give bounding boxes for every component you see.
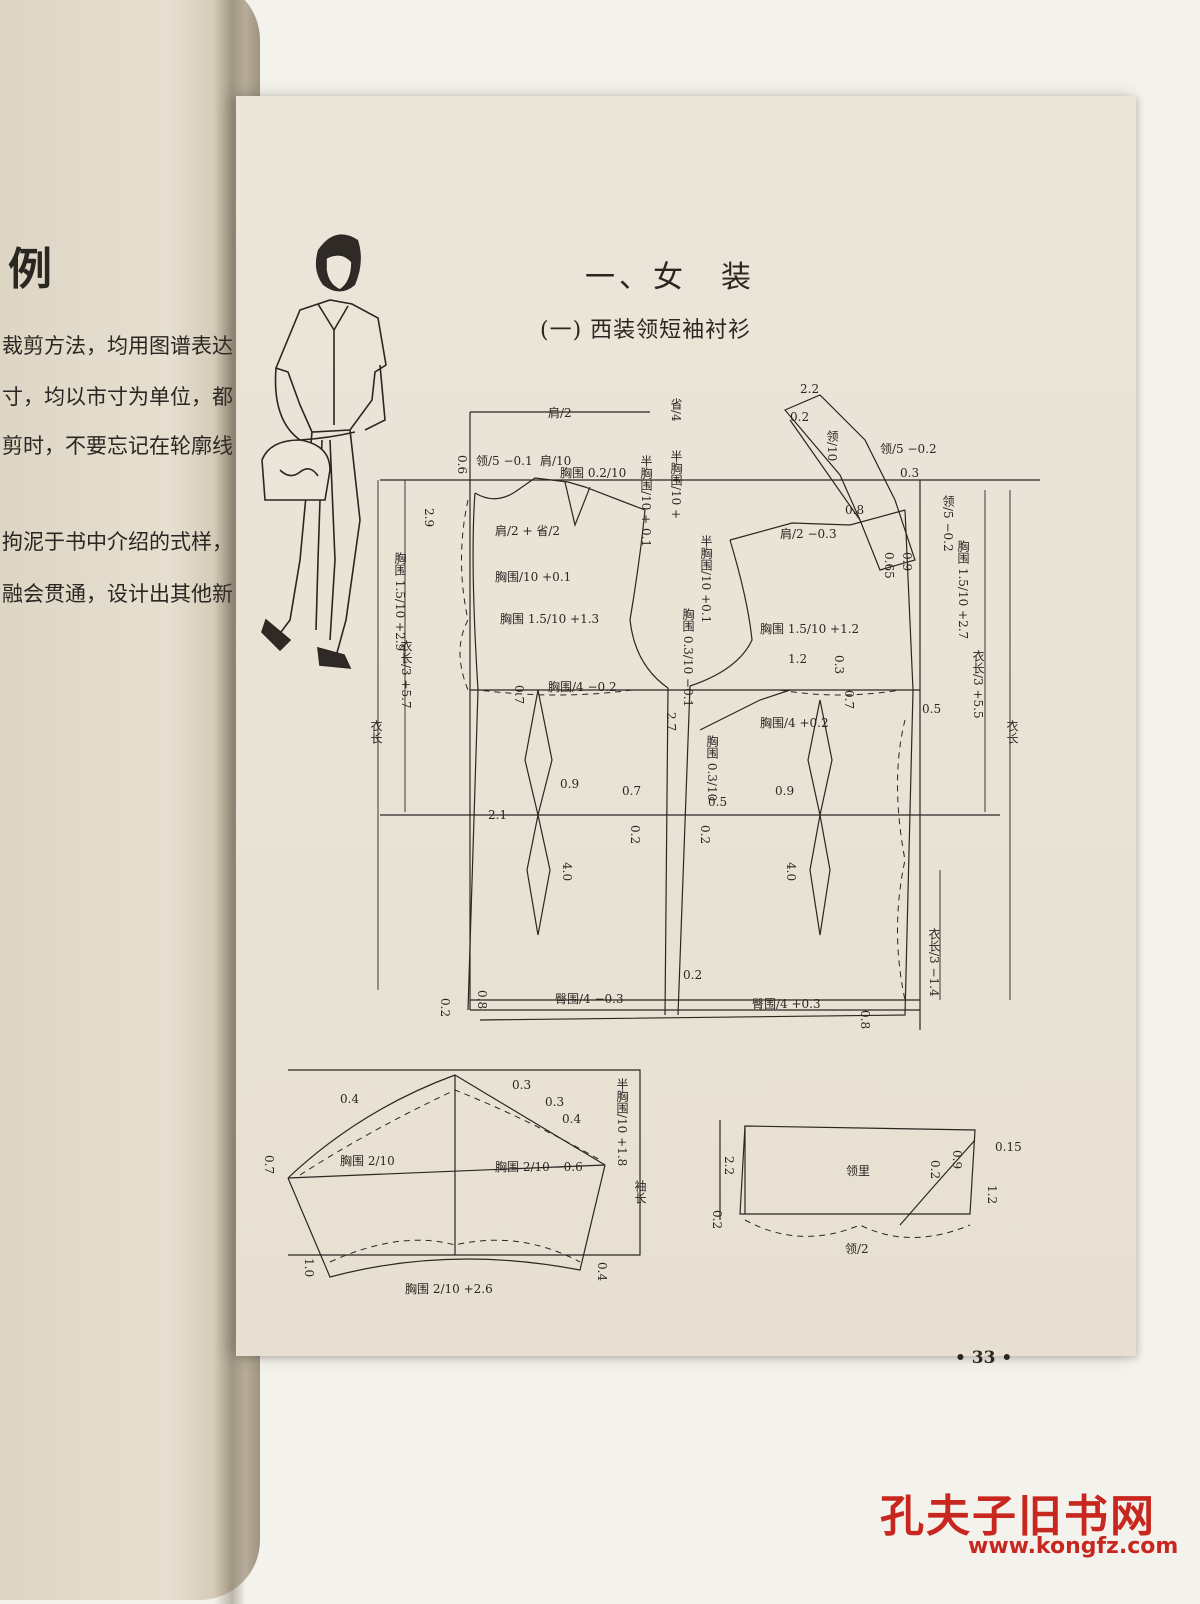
diagram-label: 胸围 0.3/10: [705, 735, 719, 802]
diagram-label: 0.2: [628, 825, 642, 845]
diagram-label: 肩/2 −0.3: [780, 527, 837, 541]
diagram-label: 胸围/10 +0.1: [495, 570, 572, 584]
diagram-label: 0.5: [708, 795, 728, 809]
diagram-label: 胸围 1.5/10 +2.7: [956, 540, 970, 640]
left-page: [0, 0, 260, 1600]
diagram-label: 0.6: [455, 455, 469, 475]
left-page-line: 拘泥于书中介绍的式样，: [2, 530, 232, 554]
diagram-label: 衣长/3 +5.7: [399, 640, 413, 709]
diagram-label: 0.9: [900, 552, 914, 572]
diagram-label: 臀围/4 +0.3: [752, 997, 821, 1011]
diagram-label: 0.2: [928, 1160, 942, 1180]
diagram-label: 衣长/3 +5.5: [971, 650, 985, 719]
diagram-label: 0.9: [560, 777, 580, 791]
diagram-label: 0.3: [900, 466, 920, 480]
diagram-label: 袖长: [633, 1180, 647, 1204]
diagram-label: 0.2: [790, 410, 810, 424]
diagram-label: 0.3: [832, 655, 846, 675]
diagram-label: 0.7: [512, 685, 526, 705]
page-number: • 33 •: [955, 1348, 1013, 1368]
diagram-label: 0.65: [882, 552, 896, 579]
diagram-label: 臀围/4 −0.3: [555, 992, 624, 1006]
diagram-label: 4.0: [784, 862, 798, 882]
watermark-url: www.kongfz.com: [968, 1534, 1179, 1559]
diagram-label: 0.2: [710, 1210, 724, 1230]
left-page-title: 例: [8, 244, 52, 295]
diagram-label: 半胸围/10 +: [669, 450, 683, 520]
diagram-label: 0.5: [922, 702, 942, 716]
diagram-label: 2.1: [488, 808, 508, 822]
diagram-label: 胸围 2/10 +2.6: [405, 1282, 493, 1296]
diagram-label: 0.8: [845, 503, 865, 517]
diagram-label: 衣长: [369, 720, 383, 744]
diagram-label: 0.8: [475, 990, 489, 1010]
diagram-label: 胸围 0.3/10 −0.1: [681, 608, 695, 708]
diagram-label: 0.2: [698, 825, 712, 845]
diagram-label: 胸围/4 −0.2: [548, 680, 617, 694]
diagram-label: 衣长/3 −1.4: [927, 928, 941, 997]
left-page-line: 寸，均以市寸为单位，都是: [2, 385, 232, 409]
right-page: [236, 96, 1136, 1356]
diagram-label: 2.9: [422, 508, 436, 528]
diagram-label: 4.0: [560, 862, 574, 882]
diagram-label: 胸围/4 +0.2: [760, 716, 829, 730]
diagram-label: 0.2: [683, 968, 703, 982]
left-page-line: 剪时，不要忘记在轮廓线外: [2, 434, 232, 458]
diagram-label: 0.3: [512, 1078, 532, 1092]
diagram-label: 领/5 −0.2: [941, 495, 955, 552]
diagram-label: 衣长: [1005, 720, 1019, 744]
diagram-label: 半胸围/10 +1.8: [615, 1078, 629, 1167]
page-title: 一、女 装: [585, 260, 755, 295]
diagram-label: 领/5 −0.2: [880, 442, 937, 456]
diagram-label: 肩/2: [548, 406, 572, 420]
diagram-label: 0.7: [622, 784, 642, 798]
diagram-label: 领/5 −0.1: [476, 454, 533, 468]
diagram-label: 0.9: [950, 1150, 964, 1170]
diagram-label: 领里: [846, 1164, 871, 1178]
watermark-name: 孔夫子旧书网: [880, 1491, 1156, 1542]
diagram-label: 领/10: [825, 430, 839, 462]
diagram-label: 0.4: [340, 1092, 360, 1106]
diagram-label: 2.7: [664, 712, 678, 732]
diagram-label: 0.8: [858, 1010, 872, 1030]
left-page-line: 裁剪方法，均用图谱表达，: [2, 334, 232, 358]
diagram-label: 肩/10: [540, 454, 572, 468]
diagram-label: 0.2: [438, 998, 452, 1018]
diagram-label: 2.2: [800, 382, 820, 396]
diagram-label: 胸围 2/10: [340, 1154, 395, 1168]
diagram-label: 领/2: [845, 1242, 869, 1256]
diagram-label: 0.4: [562, 1112, 582, 1126]
page-subtitle: (一) 西装领短袖衬衫: [540, 318, 752, 343]
diagram-label: 0.3: [545, 1095, 565, 1109]
diagram-label: 0.7: [842, 690, 856, 710]
diagram-label: 1.2: [985, 1185, 999, 1205]
diagram-label: 胸围 1.5/10 +1.3: [500, 612, 600, 626]
diagram-label: 0.9: [775, 784, 795, 798]
left-page-line: 融会贯通，设计出其他新: [2, 582, 232, 606]
diagram-label: 胸围 1.5/10 +2.9: [393, 552, 407, 652]
diagram-label: 胸围 2/10 −0.6: [495, 1160, 583, 1174]
diagram-label: 肩/2 + 省/2: [495, 524, 561, 538]
diagram-label: 省/4: [669, 398, 683, 422]
diagram-label: 胸围 0.2/10: [560, 466, 627, 480]
diagram-label: 0.4: [595, 1262, 609, 1282]
diagram-label: 1.2: [788, 652, 808, 666]
diagram-label: 0.15: [995, 1140, 1022, 1154]
diagram-label: 半胸围/10 +0.1: [699, 535, 713, 624]
diagram-label: 胸围 1.5/10 +1.2: [760, 622, 860, 636]
diagram-label: 2.2: [722, 1156, 736, 1176]
diagram-label: 1.0: [302, 1258, 316, 1278]
diagram-label: 0.7: [262, 1155, 276, 1175]
diagram-label: 半胸围/10 + 0.1: [639, 455, 653, 548]
